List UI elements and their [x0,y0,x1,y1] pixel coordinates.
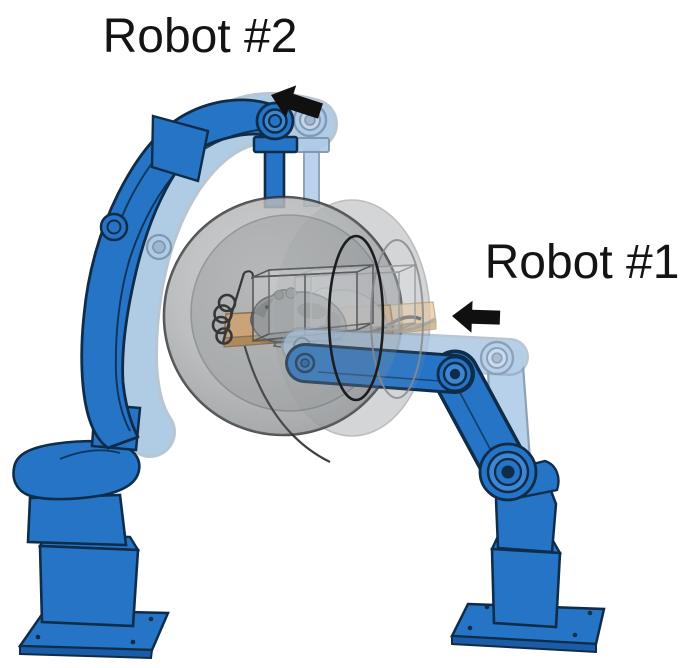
tether-cable [241,339,331,463]
bore-rim [327,234,385,402]
rodent-foreleg [272,340,282,348]
rodent-eye [265,305,269,309]
robot1-base [450,486,606,654]
bolt-hole [467,625,473,631]
rodent-ghost-tail [386,317,436,332]
bolt-hole [35,634,41,640]
robot2-arm [80,98,272,450]
bolt-hole [148,616,154,622]
robot1-label: Robot #1 [485,236,680,289]
robot1-forearm [288,346,472,391]
robot2-pedestal [38,544,140,628]
coil-tube [211,270,254,345]
bolt-hole [587,610,593,616]
robot2-ghost-end-stem [303,149,320,207]
arrow-left-icon [271,85,323,119]
robot2-base [12,402,170,660]
robot2-shoulder-pad [150,114,210,183]
rodent-ear [285,287,297,299]
robot2-shoulder-boot [12,439,141,501]
rodent-ear [274,290,284,300]
annotations: Robot #2 Robot #1 [103,10,680,333]
robot2-label: Robot #2 [103,10,298,63]
arrow-left-icon [452,300,501,333]
robot1-pedestal [490,547,562,629]
robot1 [285,343,606,654]
bolt-hole [130,639,136,645]
bore-rim-ghost [370,239,424,399]
robot2-end-effector [252,101,299,154]
bolt-hole [572,632,578,638]
bolt-hole [484,604,490,610]
clear-cage [252,264,374,342]
robot2-pedestal-mid [26,493,128,547]
